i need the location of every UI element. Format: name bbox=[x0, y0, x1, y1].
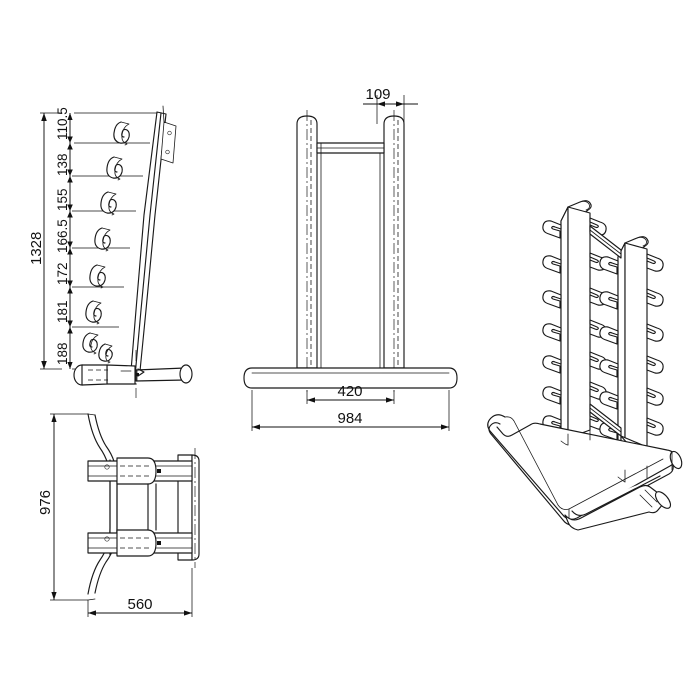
front-cross-brace bbox=[316, 142, 385, 369]
dim-label-110-5: 110.5 bbox=[55, 107, 70, 140]
front-left-post bbox=[296, 110, 318, 392]
iso-column-front-right bbox=[617, 236, 649, 478]
iso-base-column-joints bbox=[560, 429, 648, 483]
plan-upper-rail bbox=[87, 457, 193, 485]
plan-view: 976 bbox=[37, 413, 200, 617]
dim-label-172: 172 bbox=[55, 262, 70, 285]
front-right-post bbox=[383, 110, 405, 392]
dim-label-166-5: 166.5 bbox=[55, 219, 70, 253]
side-base-tube bbox=[73, 364, 193, 386]
dim-label-1328: 1328 bbox=[28, 232, 45, 265]
saddle-hook bbox=[82, 332, 99, 355]
dimension-inner-post-spacing-420: 420 bbox=[306, 383, 395, 404]
side-mounting-bracket bbox=[160, 121, 177, 164]
side-elevation-view: 1328 110.5 138 bbox=[28, 105, 193, 398]
iso-hooks-back-left-outer bbox=[542, 220, 562, 434]
iso-base-left-corner bbox=[487, 417, 492, 430]
iso-column-back-left-face bbox=[567, 206, 591, 439]
dimension-plan-length-976: 976 bbox=[37, 413, 88, 601]
plan-lower-sleeve bbox=[116, 529, 157, 557]
front-elevation-view: 109 bbox=[243, 86, 458, 431]
iso-base-end-cap bbox=[571, 475, 661, 517]
plan-curved-base-tube bbox=[87, 413, 118, 601]
saddle-hook bbox=[94, 227, 111, 252]
iso-top-cross-brace bbox=[589, 225, 622, 259]
saddle-hook bbox=[98, 343, 113, 364]
dim-label-181: 181 bbox=[55, 300, 70, 323]
dim-label-109: 109 bbox=[365, 86, 390, 103]
dim-label-138: 138 bbox=[55, 153, 70, 176]
dim-label-188: 188 bbox=[55, 342, 70, 365]
plan-inner-members bbox=[147, 483, 157, 531]
saddle-hook bbox=[89, 264, 106, 289]
side-upright-post bbox=[130, 111, 167, 372]
dim-label-155: 155 bbox=[55, 188, 70, 211]
side-saddle-hooks bbox=[82, 121, 130, 364]
saddle-hook bbox=[113, 121, 130, 146]
dimension-plan-width-560: 560 bbox=[87, 568, 193, 617]
dimension-overall-base-width-984: 984 bbox=[251, 390, 450, 431]
dim-label-420: 420 bbox=[337, 383, 362, 400]
iso-base-front-foot bbox=[564, 484, 672, 531]
dim-label-984: 984 bbox=[337, 410, 362, 427]
dimension-post-width-109: 109 bbox=[363, 86, 418, 124]
dim-label-560: 560 bbox=[127, 596, 152, 613]
isometric-view bbox=[487, 200, 683, 531]
dimension-overall-height-1328: 1328 bbox=[28, 113, 47, 369]
saddle-hook bbox=[100, 191, 117, 216]
iso-hooks-front-right-inner bbox=[646, 253, 664, 436]
plan-upper-sleeve bbox=[116, 457, 157, 485]
plan-lower-rail bbox=[87, 529, 193, 557]
saddle-hook bbox=[106, 156, 123, 181]
saddle-hook bbox=[85, 300, 102, 325]
dimension-hook-spacings: 110.5 138 155 166.5 172 181 188 bbox=[55, 107, 73, 369]
dim-label-976: 976 bbox=[37, 490, 54, 515]
front-base-foot bbox=[243, 367, 458, 389]
